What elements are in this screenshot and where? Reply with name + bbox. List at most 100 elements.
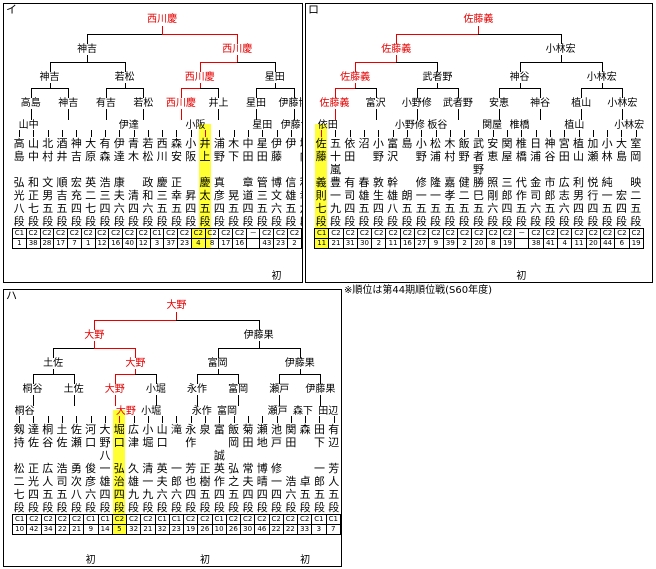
bracket-line bbox=[68, 109, 70, 120]
player-text-char: 章 bbox=[242, 176, 254, 189]
player-text-char: 浦 bbox=[530, 150, 542, 163]
player-text-char: 段 bbox=[42, 501, 54, 514]
player-text-char: 林 bbox=[601, 150, 613, 163]
player-text-char: 段 bbox=[472, 215, 484, 228]
player-text-char: 九 bbox=[329, 202, 341, 215]
player-text-char: 光 bbox=[27, 475, 39, 488]
bracket-line bbox=[255, 88, 294, 89]
note-text: ※順位は第44期順位戦(S60年度) bbox=[344, 285, 492, 296]
player-text-char: 伊 bbox=[113, 137, 125, 150]
player-text-char: 中 bbox=[242, 137, 254, 150]
bracket-line bbox=[274, 83, 276, 88]
player-text-char: 照 bbox=[487, 176, 499, 189]
bracket-line bbox=[104, 416, 106, 423]
bracket-line bbox=[601, 83, 603, 88]
player-text-char: 四 bbox=[242, 488, 254, 501]
player-text-char: 段 bbox=[142, 215, 154, 228]
player-text-char: 中 bbox=[27, 150, 39, 163]
bracket-line bbox=[334, 88, 356, 89]
player-text-char: 段 bbox=[27, 501, 39, 514]
player-text-char: 浦 bbox=[430, 150, 442, 163]
player-text-char: 宏 bbox=[70, 176, 82, 189]
class-cell: C2 bbox=[614, 228, 630, 239]
player-text-char: 人 bbox=[328, 475, 340, 488]
bracket-line bbox=[279, 395, 281, 406]
class-cell: C1 bbox=[12, 228, 27, 239]
quarterfinal-player: 西川慶 bbox=[165, 98, 196, 109]
rank-cell: 22 bbox=[268, 524, 284, 535]
bracket-line bbox=[33, 130, 35, 137]
player-text-char: 段 bbox=[242, 501, 254, 514]
bracket-line bbox=[199, 62, 238, 63]
player-text-char: 生 bbox=[372, 189, 384, 202]
player-text-char: 段 bbox=[387, 215, 399, 228]
player-text-char: 郎 bbox=[501, 189, 513, 202]
class-cell: C2 bbox=[53, 228, 69, 239]
rank-cell: 19 bbox=[182, 524, 199, 535]
player-text-char: 六 bbox=[558, 202, 570, 215]
bracket-line bbox=[519, 83, 521, 88]
player-text-char: 男 bbox=[42, 189, 54, 202]
round16-player: 大野 bbox=[115, 406, 136, 417]
class-cell: C1 bbox=[168, 514, 185, 525]
class-cell: C1 bbox=[11, 514, 28, 525]
round16-player: 山中 bbox=[18, 120, 39, 131]
semifinal-player: 神吉 bbox=[39, 72, 60, 83]
player-text-char: 七 bbox=[85, 202, 97, 215]
player-text-char: 次 bbox=[70, 475, 82, 488]
rank-cell: 38 bbox=[528, 238, 544, 249]
player-text-char: 四 bbox=[615, 202, 627, 215]
player-text-char: 森 bbox=[99, 150, 111, 163]
player-text-char: 佐 bbox=[56, 436, 68, 449]
player-text-char: 和 bbox=[142, 189, 154, 202]
rank-cell bbox=[245, 238, 261, 249]
player-text-char: 信 bbox=[285, 176, 297, 189]
player-text-char: 段 bbox=[213, 501, 225, 514]
class-cell: C2 bbox=[342, 228, 358, 239]
bracket-line bbox=[199, 62, 275, 63]
rank-cell: 43 bbox=[259, 238, 275, 249]
player-text-char: 芳 bbox=[185, 462, 197, 475]
player-text-char: 段 bbox=[415, 215, 427, 228]
class-cell: C2 bbox=[585, 228, 601, 239]
rank-cell: 22 bbox=[282, 524, 299, 535]
bracket-line bbox=[437, 83, 439, 88]
semifinal-player: 星田 bbox=[264, 72, 285, 83]
player-text-char: 藤 bbox=[271, 150, 283, 163]
bracket-line bbox=[19, 416, 21, 423]
rank-cell: 21 bbox=[68, 524, 85, 535]
player-text-char: 正 bbox=[170, 176, 182, 189]
rank-cell: 21 bbox=[328, 238, 344, 249]
player-text-char: 清 bbox=[142, 462, 154, 475]
bracket-line bbox=[279, 374, 321, 375]
rank-cell: 17 bbox=[218, 238, 234, 249]
player-text-char: 十 bbox=[329, 150, 341, 163]
player-text-char: 五 bbox=[458, 202, 470, 215]
debut-marker: 初 bbox=[200, 555, 211, 566]
player-text-char: 段 bbox=[113, 215, 125, 228]
bracket-line bbox=[114, 374, 156, 375]
player-text-char: 利 bbox=[300, 176, 302, 189]
bracket-line bbox=[143, 109, 145, 120]
player-text-char: 也 bbox=[185, 475, 197, 488]
player-text-char: 五 bbox=[430, 202, 442, 215]
bracket-line bbox=[416, 88, 458, 89]
player-text-char: 伊 bbox=[285, 137, 297, 150]
bracket-line bbox=[262, 416, 264, 423]
player-text-char: 四 bbox=[185, 488, 197, 501]
player-text-char: 段 bbox=[85, 215, 97, 228]
player-text-char: 屋 bbox=[501, 150, 513, 163]
player-text-char: 正 bbox=[27, 462, 39, 475]
player-text-char: 段 bbox=[228, 501, 240, 514]
bracket-line bbox=[581, 88, 583, 98]
player-text-char: 段 bbox=[544, 215, 556, 228]
player-text-char: 上 bbox=[199, 150, 211, 163]
player-text-char: 達 bbox=[113, 150, 125, 163]
winner-highlight bbox=[113, 410, 126, 534]
bracket-line bbox=[73, 374, 75, 384]
final-player: 小林宏 bbox=[545, 44, 576, 55]
bracket-line bbox=[218, 88, 220, 98]
player-text-char: 北 bbox=[42, 137, 54, 150]
bracket-line bbox=[258, 341, 260, 348]
